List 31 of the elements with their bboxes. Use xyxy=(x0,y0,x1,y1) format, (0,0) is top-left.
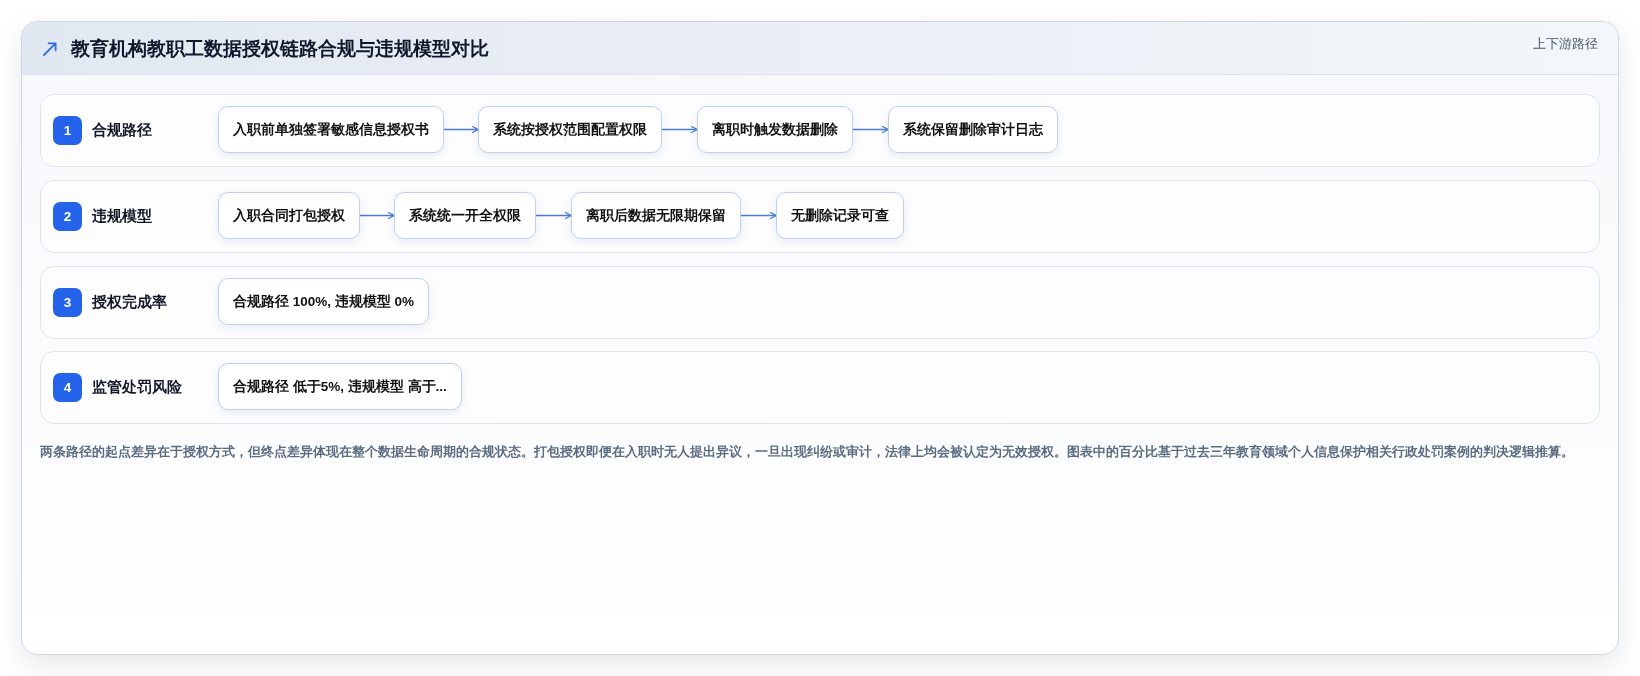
arrow xyxy=(852,125,889,134)
step-box: 离职时触发数据删除 xyxy=(697,106,853,153)
header-label: 上下游路径 xyxy=(1533,36,1598,53)
caption-text: 两条路径的起点差异在于授权方式，但终点差异体现在整个数据生命周期的合规状态。打包授权即便在入职时无人提出异议，一旦出现纠纷或审计，法律上均会被认定为无效授权。图表中的百分比基于过去三年教育领域个人信息保护相关行政处罚案例的判决逻辑推算。 xyxy=(40,443,1575,461)
value-box: 合规路径 低于5%, 违规模型 高于... xyxy=(218,363,462,410)
arrow xyxy=(740,211,777,220)
number-badge: 3 xyxy=(53,288,82,317)
row-label: 监管处罚风险 xyxy=(92,378,182,397)
arrow xyxy=(661,125,698,134)
row-panel xyxy=(40,266,1600,339)
row-panel xyxy=(40,180,1600,253)
arrow xyxy=(359,211,395,220)
row-label: 授权完成率 xyxy=(92,293,167,312)
value-box: 合规路径 100%, 违规模型 0% xyxy=(218,278,430,325)
step-box: 无删除记录可查 xyxy=(776,192,904,239)
number-badge: 2 xyxy=(53,202,82,231)
number-badge: 4 xyxy=(53,373,82,402)
row-panel xyxy=(40,94,1600,167)
title: 教育机构教职工数据授权链路合规与违规模型对比 xyxy=(71,37,489,61)
arrow xyxy=(443,125,479,134)
step-box: 系统保留删除审计日志 xyxy=(888,106,1058,153)
step-box: 入职合同打包授权 xyxy=(218,192,360,239)
step-box: 入职前单独签署敏感信息授权书 xyxy=(218,106,444,153)
row-panel xyxy=(40,351,1600,424)
number-badge: 1 xyxy=(53,116,82,145)
row-label: 合规路径 xyxy=(92,121,152,140)
row-label: 违规模型 xyxy=(92,207,152,226)
step-box: 离职后数据无限期保留 xyxy=(571,192,741,239)
step-box: 系统按授权范围配置权限 xyxy=(478,106,662,153)
step-box: 系统统一开全权限 xyxy=(394,192,536,239)
arrow xyxy=(535,211,572,220)
